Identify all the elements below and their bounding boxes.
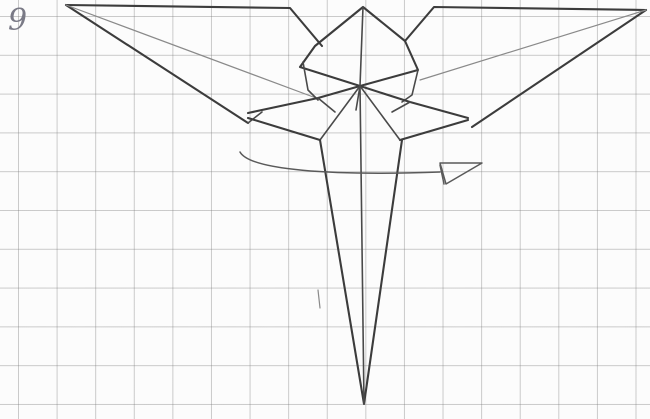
head-pentagon xyxy=(300,7,418,86)
tail-smudge xyxy=(318,290,320,308)
left-wing-top-edge xyxy=(66,5,322,46)
center-right-crease xyxy=(360,86,400,140)
head-center-crease xyxy=(360,7,363,86)
tail-section xyxy=(318,86,402,404)
right-wing-lower-edge xyxy=(472,10,646,127)
right-wing xyxy=(405,7,646,127)
left-wing-crease xyxy=(66,5,316,98)
right-shoulder-lower xyxy=(400,120,468,140)
left-inner-fold xyxy=(318,98,335,112)
right-wing-top-edge xyxy=(405,7,646,41)
turn-arrow-head xyxy=(440,163,482,184)
center-left-crease xyxy=(320,86,360,140)
tail-center-crease xyxy=(360,86,364,404)
right-inner-fold xyxy=(392,102,410,112)
right-wing-crease xyxy=(420,10,646,80)
turn-arrow-shaft xyxy=(240,152,440,173)
left-wing-lower-edge xyxy=(66,5,248,123)
left-shoulder-lower xyxy=(248,118,320,140)
mid-section xyxy=(248,86,468,140)
